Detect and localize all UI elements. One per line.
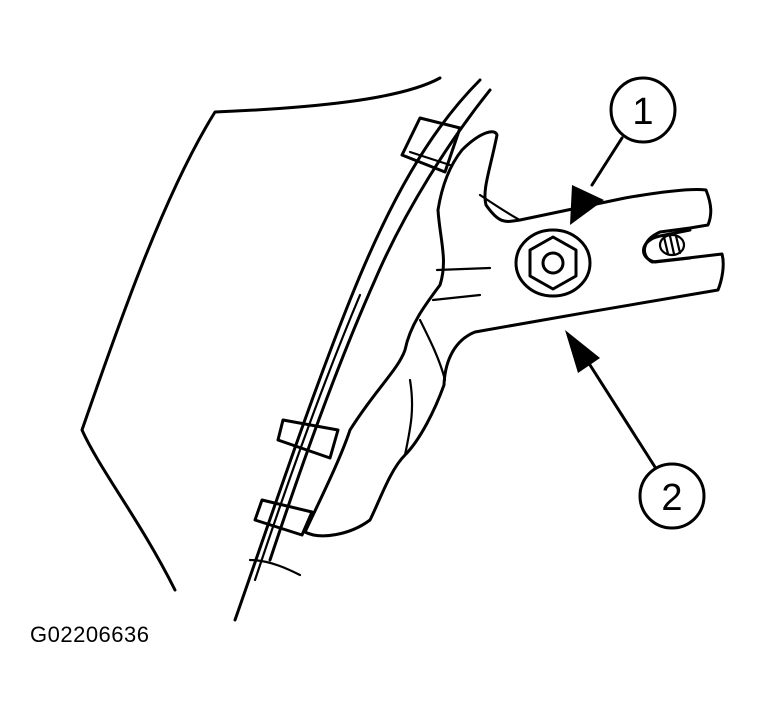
cable-clip-upper (400, 116, 462, 174)
stud (658, 233, 686, 257)
body-panel-outline (80, 76, 442, 592)
callout-1-label: 1 (632, 91, 653, 133)
callout-2: 2 (565, 330, 706, 530)
figure-id-label: G02206636 (30, 622, 150, 647)
callout-1: 1 (570, 76, 677, 225)
nut (514, 228, 592, 298)
cable-clip-lower (248, 418, 340, 577)
callout-1-arrowhead (570, 185, 604, 225)
callout-2-label: 2 (661, 477, 682, 519)
bracket (303, 130, 725, 538)
cable (233, 78, 492, 622)
callout-2-arrowhead (565, 330, 600, 373)
